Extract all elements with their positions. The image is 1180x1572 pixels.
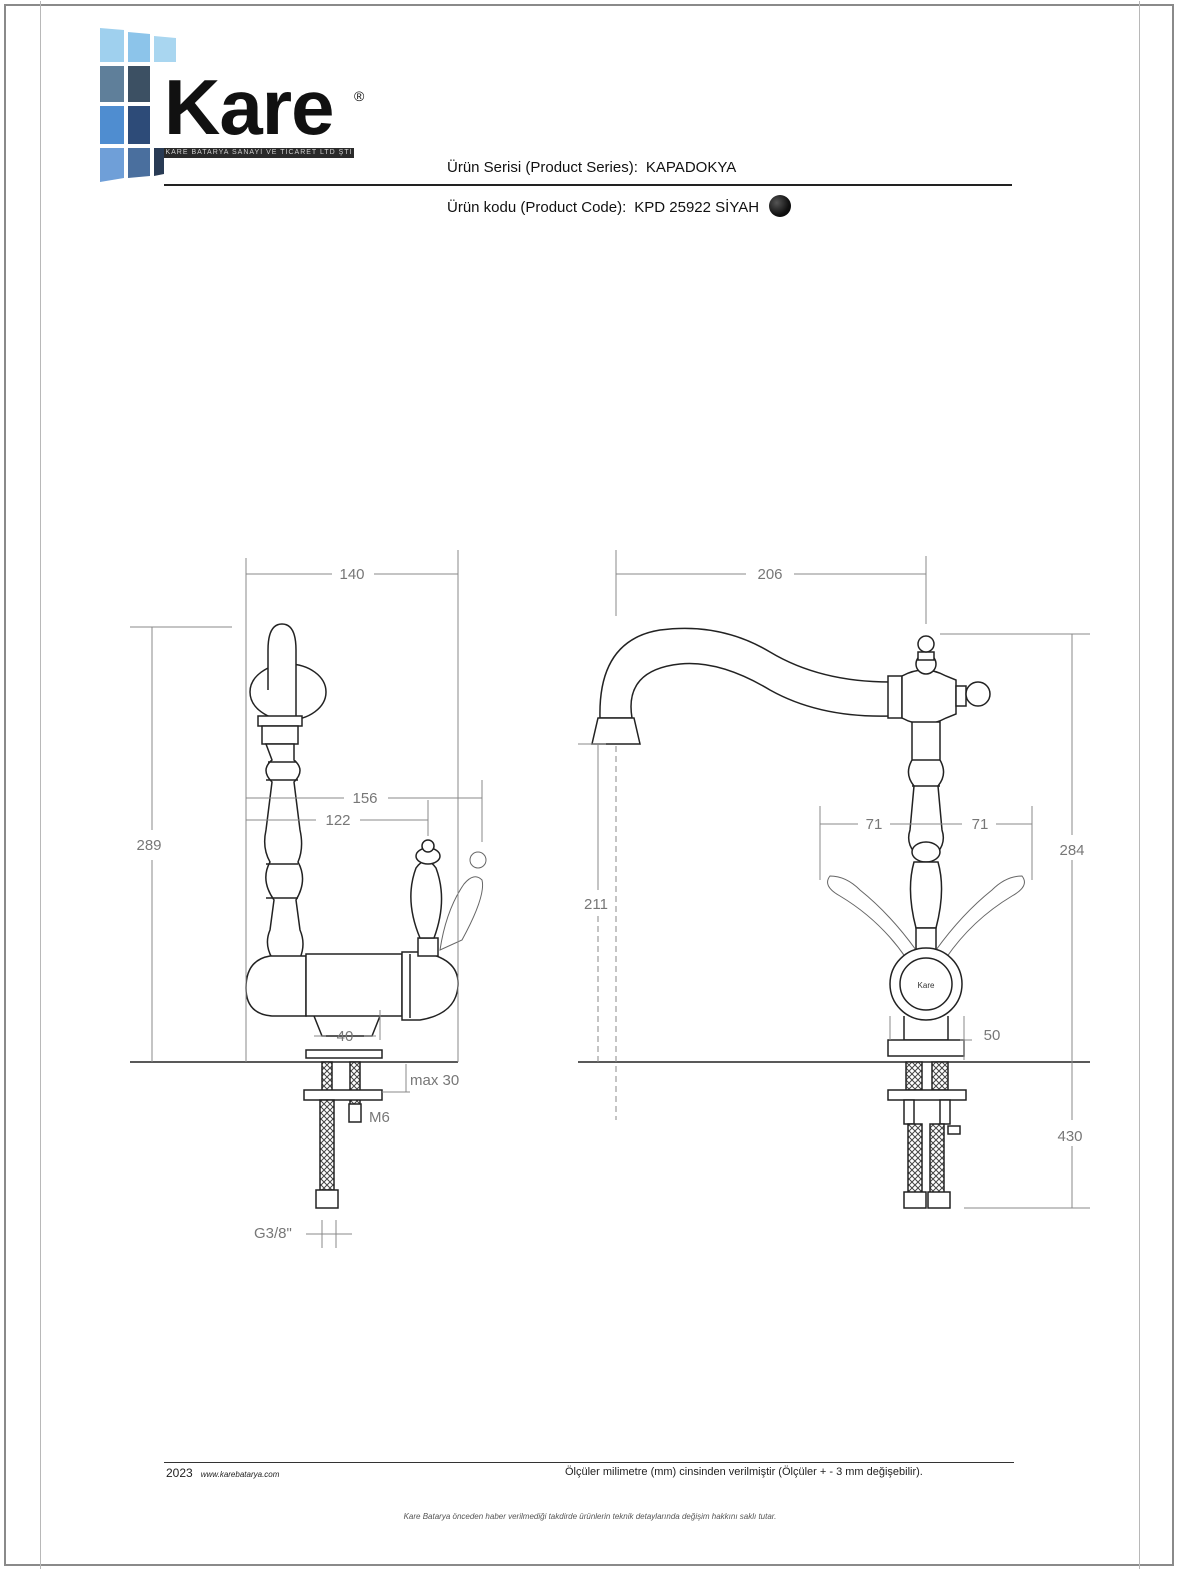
logo-tagline: KARE BATARYA SANAYİ VE TİCARET LTD ŞTİ bbox=[164, 148, 354, 158]
logo-wordmark: Kare bbox=[164, 63, 334, 151]
dim-hose-thread: G3/8" bbox=[254, 1225, 292, 1242]
dim-base-height: 50 bbox=[984, 1027, 1001, 1044]
header-rule bbox=[164, 184, 1012, 186]
footer-units-note: Ölçüler milimetre (mm) cinsinden verilmi… bbox=[565, 1466, 923, 1478]
side-view-drawing bbox=[245, 623, 487, 1209]
dim-side-width: 140 bbox=[339, 566, 364, 583]
product-code-row: Ürün kodu (Product Code): KPD 25922 SİYAH bbox=[447, 195, 792, 219]
footer-rule bbox=[164, 1462, 1014, 1463]
footer-year: 2023 bbox=[166, 1466, 193, 1480]
dim-hose-length: 430 bbox=[1057, 1128, 1082, 1145]
front-view-dimensions bbox=[578, 550, 1090, 1209]
dim-spout-height: 211 bbox=[584, 896, 608, 913]
dim-handle-right: 71 bbox=[972, 816, 989, 833]
product-series-label: Ürün Serisi (Product Series): bbox=[447, 159, 638, 176]
dim-stud-thread: M6 bbox=[369, 1109, 390, 1126]
footer-url[interactable]: www.karebatarya.com bbox=[200, 1470, 280, 1479]
front-view-drawing: Kare bbox=[591, 627, 1025, 1209]
dim-spout-reach: 206 bbox=[757, 566, 782, 583]
dim-handle-left: 71 bbox=[866, 816, 883, 833]
page-inner-frame bbox=[40, 1, 1140, 1569]
dim-side-handle-reach: 156 bbox=[352, 790, 377, 807]
product-series-row: Ürün Serisi (Product Series): KAPADOKYA bbox=[447, 159, 736, 176]
logo-tile-grid bbox=[100, 28, 176, 182]
dim-side-base-width: 40 bbox=[337, 1028, 354, 1045]
product-series-value: KAPADOKYA bbox=[645, 159, 737, 176]
registered-mark: ® bbox=[354, 88, 365, 104]
footer-disclaimer: Kare Batarya önceden haber verilmediği t… bbox=[403, 1512, 777, 1521]
product-code-label: Ürün kodu (Product Code): bbox=[447, 198, 627, 216]
page-frame bbox=[4, 4, 1174, 1566]
dim-front-height: 284 bbox=[1059, 842, 1084, 859]
body-badge: Kare bbox=[918, 981, 935, 990]
product-code-value: KPD 25922 SİYAH bbox=[634, 198, 760, 216]
color-swatch-icon bbox=[769, 195, 792, 217]
dim-side-body-reach: 122 bbox=[325, 812, 350, 829]
side-view-dimensions bbox=[130, 550, 483, 1248]
brand-logo: Kare ® KARE BATARYA SANAYİ VE TİCARET LT… bbox=[96, 26, 376, 184]
footer-left: 2023 www.karebatarya.com bbox=[166, 1466, 279, 1480]
dim-side-height: 289 bbox=[136, 837, 161, 854]
dim-counter-thickness: max 30 bbox=[410, 1072, 459, 1089]
